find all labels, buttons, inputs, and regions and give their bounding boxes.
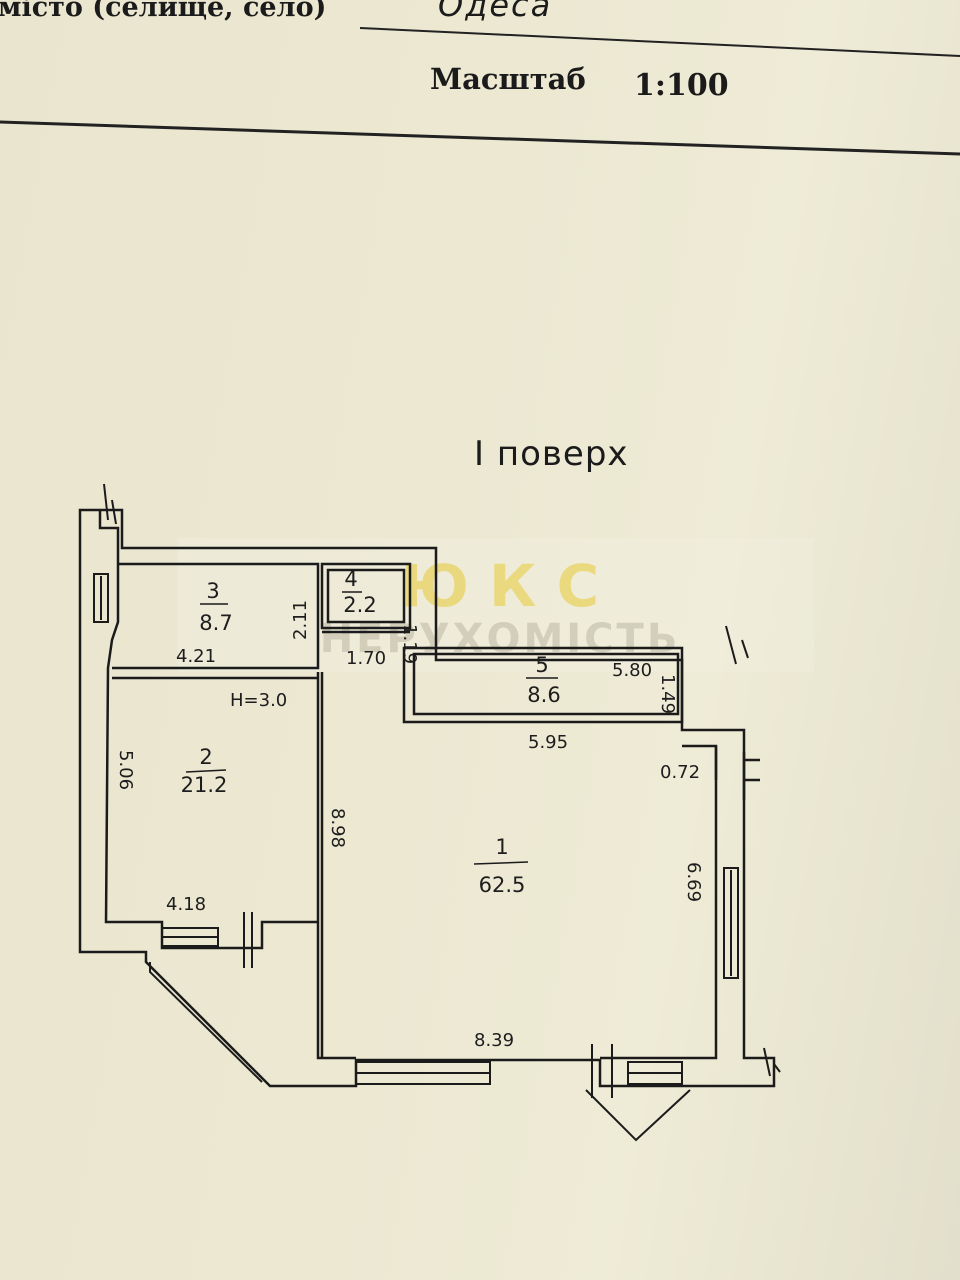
scale-value: 1:100 [634, 68, 729, 103]
dim-r1-right: 6.69 [683, 862, 704, 902]
dim-r1-left: 8.98 [327, 808, 348, 848]
city-value: Одеса [438, 0, 553, 24]
scale-label: Масштаб [430, 62, 586, 96]
room-3-number: 3 [206, 579, 219, 603]
header-rule [0, 120, 960, 156]
dim-r3-width: 4.21 [176, 646, 216, 667]
dim-r1-bottom: 8.39 [474, 1030, 514, 1051]
dim-r2-width: 4.18 [166, 894, 206, 915]
room-2-fraction [185, 769, 227, 773]
windows [93, 483, 781, 1142]
room-5-area: 8.6 [527, 683, 560, 707]
dim-notch: 0.72 [660, 762, 700, 783]
room-4-area: 2.2 [343, 593, 376, 617]
room-3-area: 8.7 [199, 611, 232, 635]
dim-r3-height: 2.11 [290, 600, 311, 640]
room-2-area: 21.2 [181, 773, 228, 797]
dim-r5-side: 1.49 [657, 674, 678, 714]
room-4-number: 4 [344, 567, 357, 591]
city-underline [359, 27, 960, 57]
city-label: місто (селище, село) [0, 0, 327, 23]
dim-r4-width: 1.70 [346, 648, 386, 669]
room-1-number: 1 [495, 835, 508, 859]
dim-ceiling: H=3.0 [230, 690, 287, 711]
dim-r2-height: 5.06 [115, 750, 136, 790]
dim-r5-bottom: 5.95 [528, 732, 568, 753]
walls [78, 508, 776, 1088]
room-1-fraction [473, 861, 529, 865]
dim-r4-height: 1.19 [399, 624, 420, 664]
room-1-area: 62.5 [479, 873, 526, 897]
watermark: Ю К С НЕРУХОМІСТЬ [178, 538, 814, 672]
floor-title: І поверх [474, 434, 629, 474]
room-5-number: 5 [535, 653, 548, 677]
dim-r5-top: 5.80 [612, 660, 652, 681]
room-2-number: 2 [199, 745, 212, 769]
watermark-brand: Ю К С [401, 552, 599, 620]
